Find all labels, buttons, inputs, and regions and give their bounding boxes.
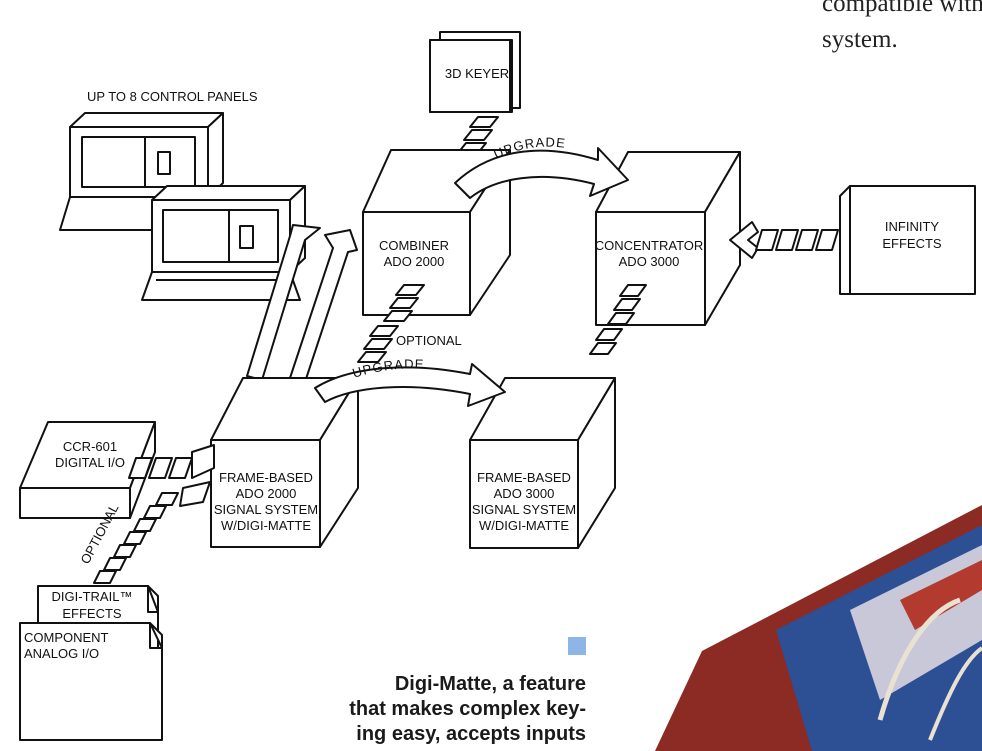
component-analog-label-1: COMPONENT — [24, 630, 109, 645]
caption-line-2: that makes complex key- — [318, 697, 586, 722]
ccr601-label-2: DIGITAL I/O — [55, 455, 125, 470]
frame-2000-label-3: SIGNAL SYSTEM — [214, 502, 318, 517]
frame-3000-label-4: W/DIGI-MATTE — [479, 518, 569, 533]
concentrator-label-2: ADO 3000 — [619, 254, 680, 269]
infinity-label-1: INFINITY — [885, 219, 939, 234]
combiner-label-1: COMBINER — [379, 238, 449, 253]
combiner-label-2: ADO 2000 — [384, 254, 445, 269]
digi-trail-label-1: DIGI-TRAIL™ — [52, 589, 133, 604]
caption-bullet — [568, 637, 586, 655]
component-analog-label-2: ANALOG I/O — [24, 646, 99, 661]
frame-3000-label-2: ADO 3000 — [494, 486, 555, 501]
caption-line-1: Digi-Matte, a feature — [318, 672, 586, 697]
digi-trail-label-2: EFFECTS — [62, 606, 122, 621]
caption-line-3: ing easy, accepts inputs — [318, 722, 586, 747]
ccr601-label-1: CCR-601 — [63, 439, 117, 454]
keyer-3d-label: 3D KEYER — [445, 66, 509, 81]
frame-3000-label-1: FRAME-BASED — [477, 470, 571, 485]
photo-corner — [655, 505, 982, 751]
infinity-connector — [730, 222, 838, 258]
optional-mid-label: OPTIONAL — [396, 333, 462, 348]
frame-2000-label-1: FRAME-BASED — [219, 470, 313, 485]
frame-2000-label-2: ADO 2000 — [236, 486, 297, 501]
frame-3000-label-3: SIGNAL SYSTEM — [472, 502, 576, 517]
infinity-label-2: EFFECTS — [882, 236, 942, 251]
frame-2000-label-4: W/DIGI-MATTE — [221, 518, 311, 533]
control-panels-label: UP TO 8 CONTROL PANELS — [87, 89, 258, 104]
concentrator-label-1: CONCENTRATOR — [595, 238, 704, 253]
caption: Digi-Matte, a feature that makes complex… — [318, 672, 586, 747]
